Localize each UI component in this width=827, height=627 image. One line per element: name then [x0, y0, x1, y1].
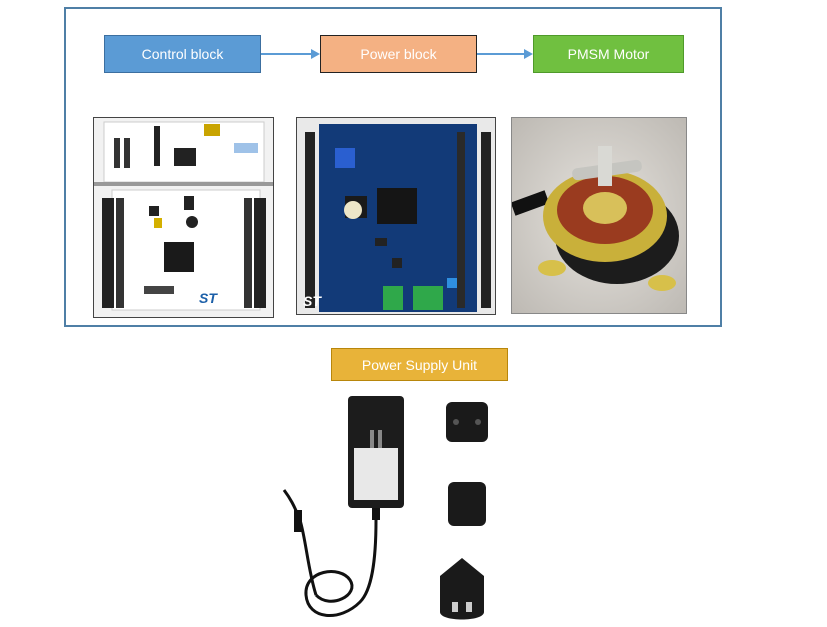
plug-adapter-images	[440, 402, 488, 620]
arrow-power-to-motor	[477, 49, 533, 59]
motor-block-label: PMSM Motor	[567, 46, 650, 62]
svg-text:ST: ST	[303, 293, 322, 309]
power-supply-unit-label: Power Supply Unit	[331, 348, 508, 381]
svg-text:ST: ST	[199, 290, 218, 306]
power-supply-unit-text: Power Supply Unit	[361, 356, 478, 373]
power-block: Power block	[320, 35, 477, 73]
power-adapter-image	[282, 396, 488, 620]
control-block: Control block	[104, 35, 261, 73]
arrow-control-to-power	[261, 49, 320, 59]
power-block-label: Power block	[360, 46, 437, 62]
control-block-label: Control block	[141, 46, 224, 62]
pmsm-motor-image	[511, 117, 687, 314]
power-board-image: ST	[296, 117, 496, 315]
motor-block: PMSM Motor	[533, 35, 684, 73]
control-board-image: ST	[93, 117, 274, 318]
